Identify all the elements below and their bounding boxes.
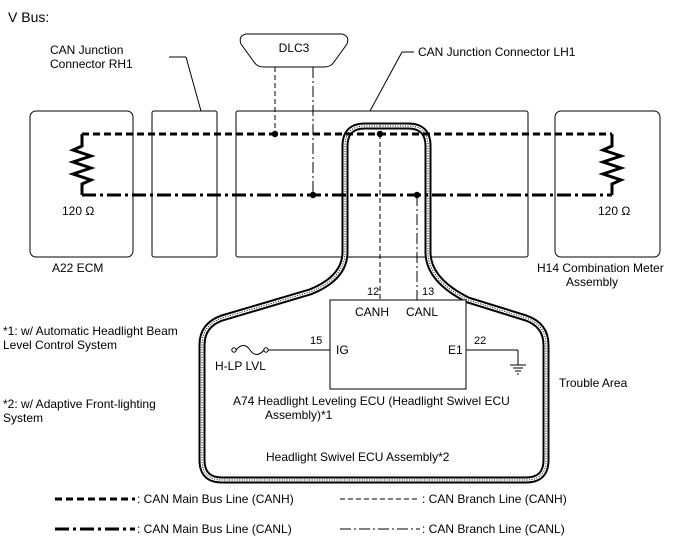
ecm-resistor-wire — [68, 134, 96, 195]
dlc3-label: DLC3 — [279, 41, 310, 55]
dlc3-canl-junction-dot — [309, 191, 317, 199]
dlc3-connector — [239, 33, 349, 68]
fuse-icon — [235, 345, 265, 355]
fuse-left-terminal — [231, 347, 237, 353]
diagram-heading: V Bus: — [8, 9, 49, 25]
meter-name-label: H14 Combination Meter — [537, 261, 664, 275]
dlc3-canh-junction-dot — [271, 130, 279, 138]
can-junction-rh1-label-2: Connector RH1 — [50, 57, 133, 71]
ecu-pin-ig-number: 15 — [310, 335, 322, 347]
can-junction-rh1-label: CAN Junction — [50, 43, 123, 57]
ecu-pin-canh-number: 12 — [367, 286, 379, 298]
headlight-ecu-box — [329, 299, 467, 390]
legend-branch-canl-label: : CAN Branch Line (CANL) — [422, 522, 565, 536]
ecu-name-label: A74 Headlight Leveling ECU (Headlight Sw… — [233, 394, 510, 408]
rh1-leader-line-2 — [185, 56, 202, 112]
ecm-resistor-label: 120 Ω — [62, 204, 94, 218]
fuse-right-terminal — [263, 347, 269, 353]
ecu-canh-junction-dot — [376, 130, 384, 138]
ecu-canl-junction-dot — [413, 191, 421, 199]
meter-name-label-2: Assembly — [566, 275, 618, 289]
meter-resistor-wire — [598, 134, 626, 195]
lh1-leader-line — [369, 51, 403, 112]
fuse-label: H-LP LVL — [215, 359, 266, 373]
footnote-2: *2: w/ Adaptive Front-lighting — [3, 397, 156, 411]
can-junction-rh1-box — [151, 110, 218, 258]
footnote-2-line-2: System — [3, 411, 43, 425]
ground-icon — [510, 364, 526, 375]
ecm-box — [29, 110, 134, 258]
footnote-1: *1: w/ Automatic Headlight Beam — [3, 324, 178, 338]
can-junction-lh1-box — [235, 110, 529, 258]
ecu-ig-terminal-label: IG — [336, 343, 349, 357]
trouble-area-outline-inner — [200, 124, 548, 482]
footnote-1-line-2: Level Control System — [3, 338, 117, 352]
ecu-alt-name-label: Headlight Swivel ECU Assembly*2 — [266, 450, 450, 464]
ecu-pin-canl-number: 13 — [422, 286, 434, 298]
ecu-pin-e1-number: 22 — [474, 335, 486, 347]
ecu-canl-terminal-label: CANL — [406, 305, 438, 319]
combination-meter-box — [554, 110, 661, 258]
can-junction-lh1-label: CAN Junction Connector LH1 — [418, 45, 576, 59]
legend-main-canl-label: : CAN Main Bus Line (CANL) — [137, 522, 292, 536]
ecu-e1-terminal-label: E1 — [448, 343, 463, 357]
meter-resistor-label: 120 Ω — [598, 204, 630, 218]
ecm-name-label: A22 ECM — [52, 261, 103, 275]
legend-branch-canh-label: : CAN Branch Line (CANH) — [422, 492, 567, 506]
legend-main-canh-label: : CAN Main Bus Line (CANH) — [137, 492, 294, 506]
ecu-name-label-2: Assembly)*1 — [265, 408, 333, 422]
trouble-area-label: Trouble Area — [559, 376, 628, 390]
ecu-canh-terminal-label: CANH — [355, 305, 389, 319]
